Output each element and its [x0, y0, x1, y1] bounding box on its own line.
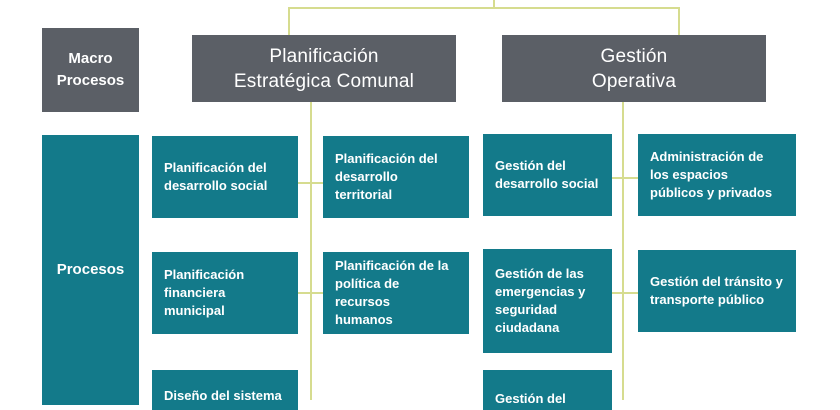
process-diseno-sistema: Diseño del sistema	[152, 370, 298, 410]
process-gestion-emergencias: Gestión de las emergencias y seguridad c…	[483, 249, 612, 353]
connector-top-stem	[493, 0, 495, 8]
macro-procesos-label: Macro Procesos	[42, 28, 139, 112]
process-planificacion-desarrollo-social: Planificación del desarrollo social	[152, 136, 298, 218]
process-administracion-espacios: Administración de los espacios públicos …	[638, 134, 796, 216]
process-planificacion-financiera: Planificación financiera municipal	[152, 252, 298, 334]
process-planificacion-desarrollo-territorial: Planificación del desarrollo territorial	[323, 136, 469, 218]
connector-left-branch-1	[298, 182, 324, 184]
connector-left-drop	[288, 7, 290, 35]
process-gestion-partial: Gestión del	[483, 370, 612, 410]
process-gestion-desarrollo-social: Gestión del desarrollo social	[483, 134, 612, 216]
connector-right-drop	[678, 7, 680, 35]
macro-gestion-operativa: Gestión Operativa	[502, 35, 766, 102]
connector-left-trunk	[310, 102, 312, 400]
connector-right-branch-1	[612, 177, 638, 179]
process-gestion-transito: Gestión del tránsito y transporte públic…	[638, 250, 796, 332]
connector-right-branch-2	[612, 292, 638, 294]
connector-left-branch-2	[298, 292, 324, 294]
connector-top-bar	[288, 7, 680, 9]
macro-planificacion-estrategica: Planificación Estratégica Comunal	[192, 35, 456, 102]
procesos-label: Procesos	[42, 135, 139, 405]
process-planificacion-recursos-humanos: Planificación de la política de recursos…	[323, 252, 469, 334]
connector-right-trunk	[622, 102, 624, 400]
